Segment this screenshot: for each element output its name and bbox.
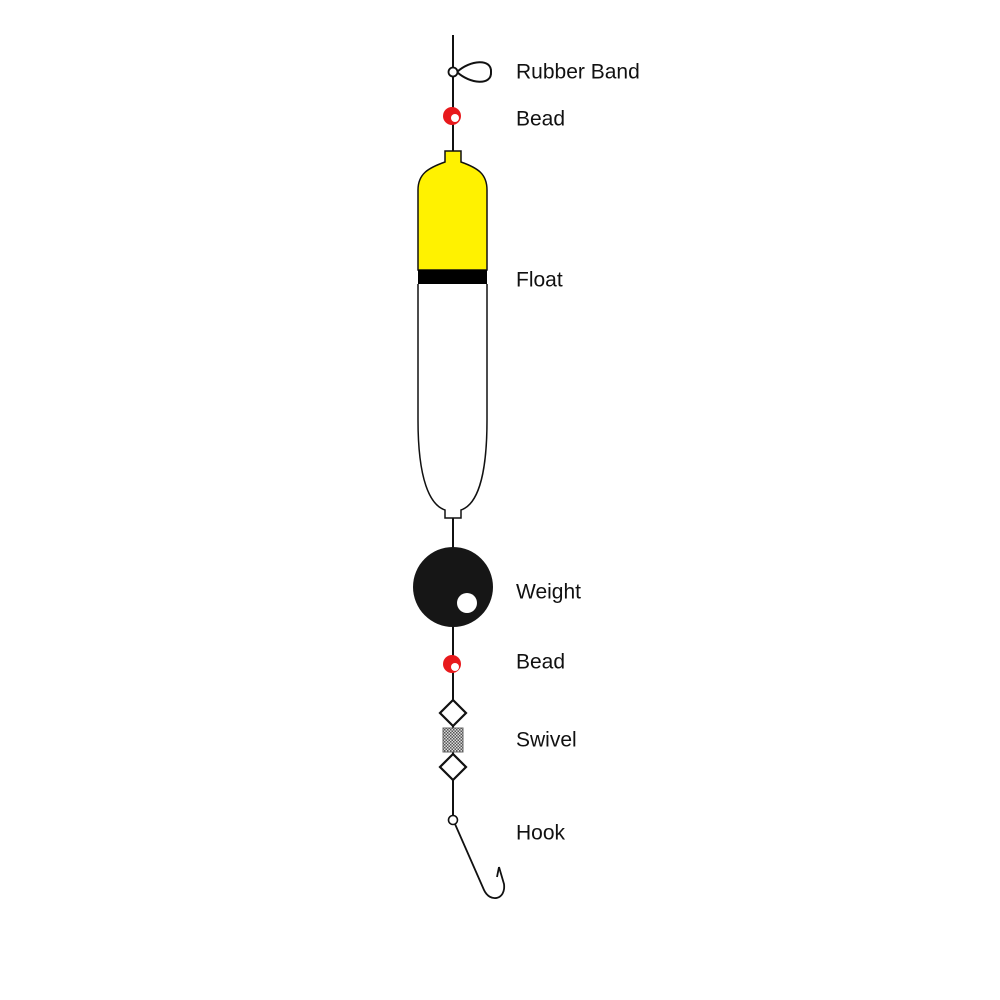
label-float: Float — [516, 268, 563, 292]
swivel — [438, 698, 468, 782]
label-bead-bottom: Bead — [516, 650, 566, 674]
label-bead-top: Bead — [516, 107, 566, 131]
weight — [413, 547, 493, 627]
rubber-band — [447, 61, 493, 83]
float — [417, 150, 488, 519]
label-hook: Hook — [516, 821, 566, 845]
label-rubber-band: Rubber Band — [516, 60, 640, 84]
label-weight: Weight — [516, 580, 581, 604]
bead-top — [443, 107, 461, 125]
bead-bottom — [443, 655, 461, 673]
label-swivel: Swivel — [516, 728, 577, 752]
hook — [447, 814, 505, 899]
